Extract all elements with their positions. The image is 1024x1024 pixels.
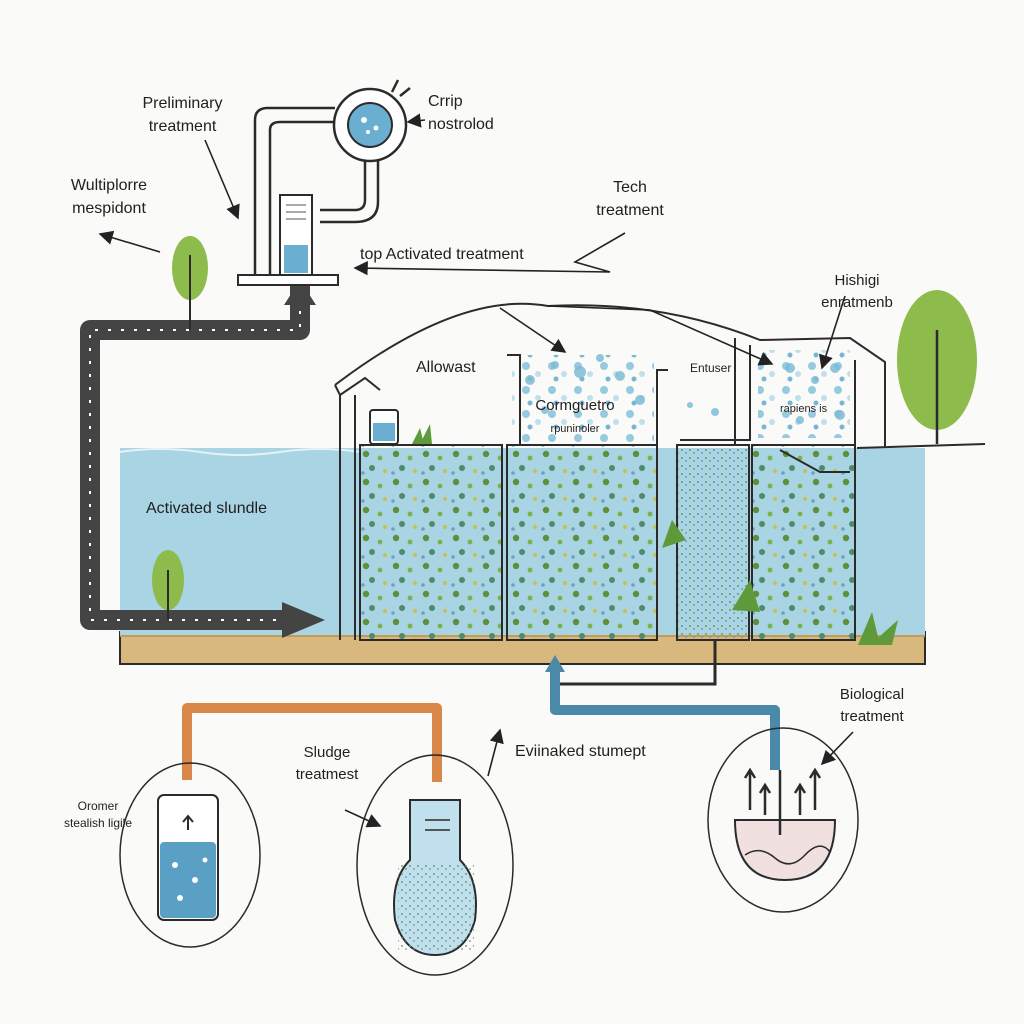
tank-1: [359, 444, 503, 641]
tree-icon: [152, 236, 977, 620]
arrow-icon: [98, 113, 854, 828]
label-preliminary-treatment: Preliminary treatment: [142, 95, 223, 136]
label-multiplorre: Wultiplorre mespidont: [70, 177, 148, 218]
return-pipe: [550, 665, 780, 770]
label-cormguetro: Cormguetro rpuninoler: [535, 397, 615, 435]
label-biological-treatment: Biological treatment: [839, 686, 905, 725]
label-hishigi: Hishigi enratmenb: [821, 272, 893, 311]
label-tech-treatment: Tech treatment: [596, 179, 664, 220]
label-allowast: Allowast: [416, 359, 476, 376]
diffuser-basin: [733, 819, 837, 882]
label-entuser: Entuser: [690, 361, 732, 375]
label-rapiens: rapiens is: [780, 403, 828, 415]
label-crrip: Crrip nostrolod: [428, 93, 494, 134]
sludge-pipe: [182, 703, 442, 782]
plant-icon: [412, 424, 898, 645]
tank-4: [751, 444, 856, 641]
bubble-icon: [525, 354, 845, 424]
arrow-icon: [282, 602, 325, 638]
label-sludge-treatment: Sludge treatmest: [295, 744, 359, 783]
filter-column: [676, 444, 750, 641]
label-activated-slundle: Activated slundle: [146, 500, 267, 517]
label-eviinaked: Eviinaked stumept: [515, 743, 646, 760]
tank-2: [506, 444, 658, 641]
label-oromer: Oromer stealish ligile: [63, 799, 133, 831]
label-top-activated: top Activated treatment: [360, 246, 524, 263]
